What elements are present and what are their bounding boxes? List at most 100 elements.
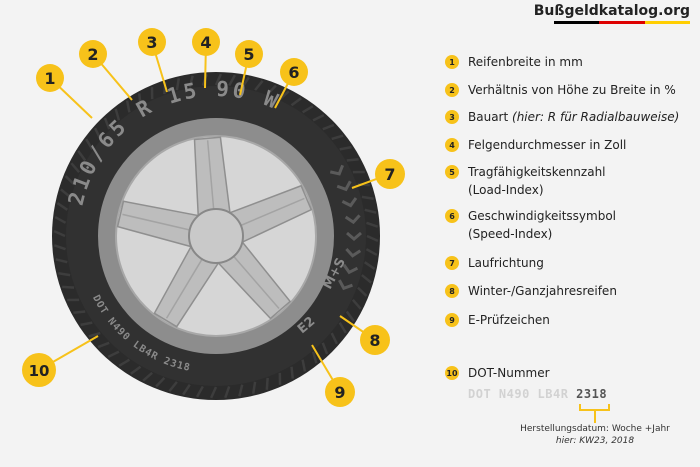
callout-circle [79, 40, 107, 68]
legend-item-6: 6 Geschwindigkeitssymbol(Speed-Index) [445, 207, 696, 243]
tread-groove [301, 359, 307, 372]
callout-number: 3 [146, 33, 157, 52]
legend-number: 10 [445, 366, 459, 380]
tread-groove [55, 258, 68, 264]
tread-groove [182, 384, 191, 396]
tread-groove [322, 123, 335, 131]
callout-circle [36, 64, 64, 92]
tread-groove [142, 371, 154, 382]
legend-item-8: 8 Winter-/Ganzjahresreifen [445, 282, 696, 300]
legend-label-group: Tragfähigkeitskennzahl (Load-Index) [468, 163, 696, 199]
brand-flag-stripe [554, 21, 690, 24]
legend-label: Bauart [468, 110, 509, 124]
tread-groove [251, 381, 257, 394]
tread-groove [331, 134, 344, 141]
callout-circle [22, 353, 56, 387]
callout-number: 8 [369, 331, 380, 350]
tread-groove [357, 286, 368, 297]
legend-number: 9 [445, 313, 459, 327]
callout-number: 9 [334, 383, 345, 402]
callout-number: 4 [200, 33, 211, 52]
tread-groove [53, 244, 66, 251]
legend-item-7: 7 Laufrichtung [445, 254, 696, 272]
tread-groove [228, 74, 237, 87]
tread-groove [130, 365, 142, 375]
direction-chevron [336, 180, 352, 192]
legend-number: 8 [445, 284, 459, 298]
legend-number: 2 [445, 83, 459, 97]
legend-item-5: 5 Tragfähigkeitskennzahl(Load-Index) [445, 163, 696, 199]
direction-chevron [338, 279, 353, 291]
tread-groove [54, 215, 67, 224]
legend-note: (hier: R für Radialbauweise) [512, 110, 680, 124]
tread-groove [97, 341, 110, 349]
spoke-ridge [231, 253, 280, 309]
legend-number: 4 [445, 138, 459, 152]
tread-groove [62, 285, 75, 289]
legend-label-line2: (Load-Index) [468, 183, 544, 197]
tread-groove [364, 261, 376, 270]
brand-logo-text: Bußgeldkatalog.org [533, 3, 690, 19]
legend-label: Verhältnis von Höhe zu Breite in % [468, 83, 676, 97]
callout-circle [280, 58, 308, 86]
tread-groove [209, 386, 218, 399]
direction-chevron [345, 247, 362, 258]
tread-groove [77, 150, 87, 162]
tread-groove [339, 145, 352, 151]
tread-groove [321, 342, 329, 355]
tread-groove [188, 75, 194, 88]
spoke-ridge [237, 197, 305, 228]
tread-groove [80, 321, 93, 327]
tread-groove [224, 386, 231, 399]
tread-groove [107, 350, 120, 359]
legend-label-line2: (Speed-Index) [468, 227, 553, 241]
tread-groove [290, 97, 302, 107]
legend-item-1: 1 Reifenbreite in mm [445, 53, 696, 71]
tread-groove [330, 332, 339, 345]
tread-groove [238, 384, 244, 397]
tread-groove [64, 175, 75, 186]
tread-groove [93, 127, 102, 140]
callout-number: 6 [288, 63, 299, 82]
tread-groove [265, 377, 269, 390]
date-code-explanation-text: Herstellungsdatum: Woche +Jahr [520, 424, 670, 434]
tread-groove [361, 195, 374, 201]
legend-item-3: 3 Bauart (hier: R für Radialbauweise) [445, 108, 696, 126]
legend-number: 7 [445, 256, 459, 270]
tread-groove [301, 105, 314, 114]
legend-label: E-Prüfzeichen [468, 313, 550, 327]
date-code-explanation: Herstellungsdatum: Woche +Jahr hier: KW2… [505, 423, 685, 447]
dot-number-example: DOT N490 LB4R 2318 [468, 387, 607, 401]
legend-item-9: 9 E-Prüfzeichen [445, 311, 696, 329]
tread-groove [125, 100, 131, 113]
callout-circle [375, 159, 405, 189]
tread-groove [364, 208, 377, 214]
callout-number: 2 [87, 45, 98, 64]
legend-label: Winter-/Ganzjahresreifen [468, 284, 617, 298]
rim-spokes [116, 136, 313, 328]
tread-groove [366, 221, 379, 228]
tread-groove [88, 331, 101, 338]
tread-groove [73, 310, 86, 314]
legend-item-2: 2 Verhältnis von Höhe zu Breite in % [445, 81, 696, 99]
tread-groove [58, 271, 71, 277]
tread-groove [53, 229, 66, 238]
tread-groove [56, 202, 68, 211]
direction-chevron [344, 214, 361, 225]
tread-groove [114, 108, 121, 121]
flag-black [554, 21, 600, 24]
tread-groove [155, 377, 166, 388]
legend-label: Tragfähigkeitskennzahl [468, 165, 606, 179]
flag-red [599, 21, 645, 24]
callout-number: 7 [384, 165, 395, 184]
callout-circle [138, 28, 166, 56]
legend-label: Laufrichtung [468, 256, 544, 270]
legend-label: Geschwindigkeitssymbol [468, 209, 616, 223]
flag-gold [644, 21, 690, 24]
legend-label-group: Geschwindigkeitssymbol (Speed-Index) [468, 207, 696, 243]
tread-pattern [53, 73, 379, 399]
tread-groove [214, 73, 223, 86]
legend-number: 1 [445, 55, 459, 69]
